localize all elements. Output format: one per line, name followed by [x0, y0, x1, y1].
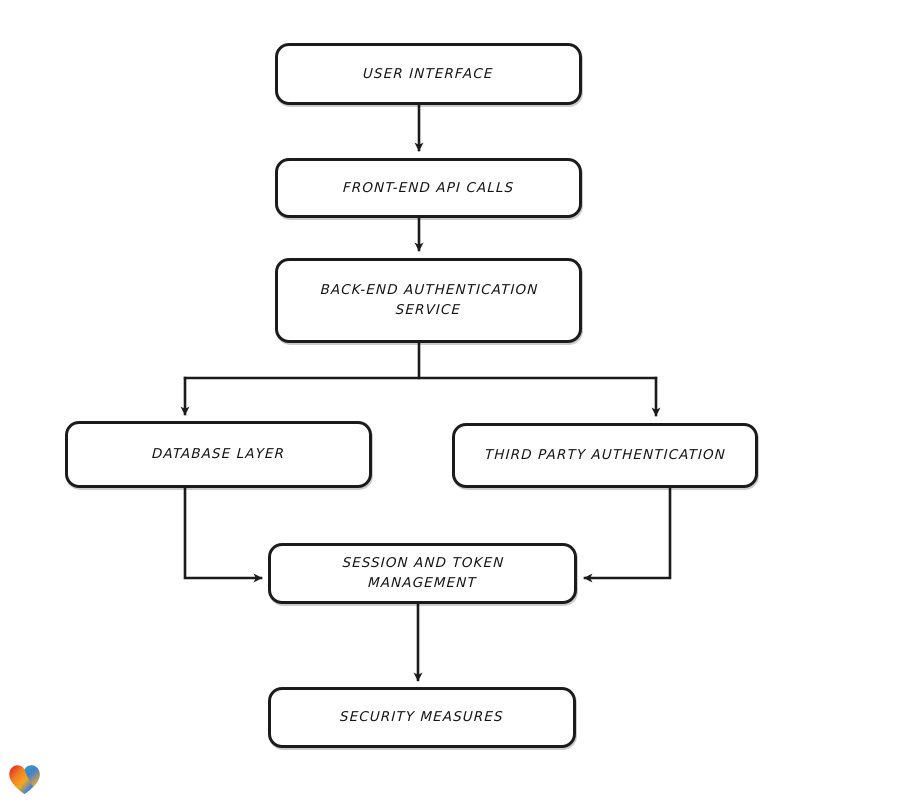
node-security-measures[interactable]: Security Measures	[268, 687, 576, 748]
node-front-end-api-calls[interactable]: Front-End API Calls	[275, 158, 582, 218]
node-label-third-party-auth: Third Party Authentication	[484, 447, 726, 464]
node-label-back-end-auth-service: Back-End Authentication Service	[319, 282, 539, 319]
node-third-party-auth[interactable]: Third Party Authentication	[452, 423, 758, 488]
node-database-layer[interactable]: Database Layer	[65, 421, 372, 488]
node-label-database-layer: Database Layer	[151, 446, 286, 463]
node-label-front-end-api-calls: Front-End API Calls	[342, 179, 515, 196]
node-label-session-token-management: Session and Token Management	[341, 555, 505, 592]
heart-icon	[9, 765, 40, 795]
node-label-security-measures: Security Measures	[339, 709, 505, 726]
node-label-user-interface: User Interface	[362, 65, 495, 82]
node-session-token-management[interactable]: Session and Token Management	[268, 543, 577, 604]
edge-database-to-session	[183, 486, 263, 583]
edge-thirdparty-to-session	[583, 486, 672, 583]
node-user-interface[interactable]: User Interface	[275, 43, 582, 105]
node-back-end-auth-service[interactable]: Back-End Authentication Service	[275, 258, 582, 343]
